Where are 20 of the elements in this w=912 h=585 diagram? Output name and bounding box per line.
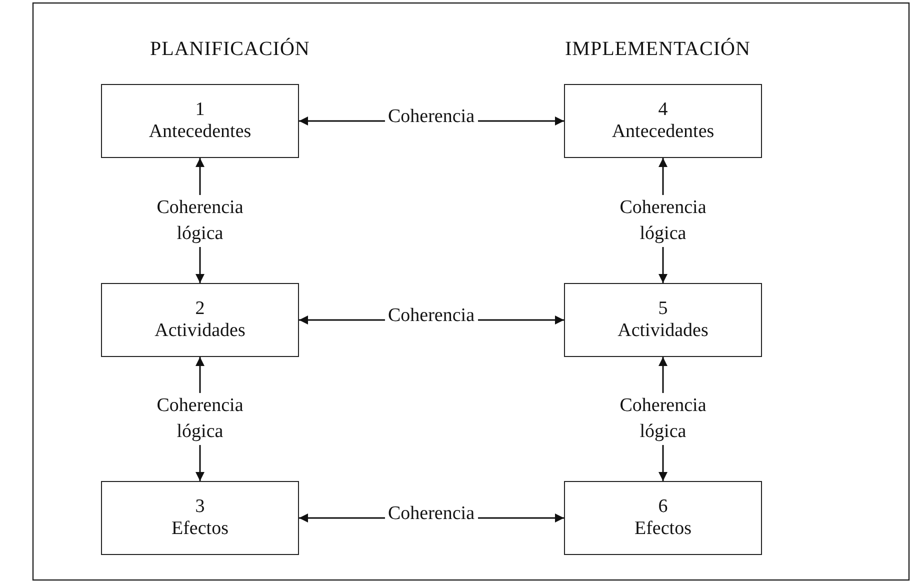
step-number: 2 bbox=[195, 298, 205, 320]
step-number: 3 bbox=[195, 496, 205, 518]
column-heading: IMPLEMENTACIÓN bbox=[565, 38, 750, 61]
column-heading: PLANIFICACIÓN bbox=[150, 38, 310, 61]
step-title: Antecedentes bbox=[612, 121, 714, 143]
step-number: 1 bbox=[195, 99, 205, 121]
process-box bbox=[101, 84, 299, 158]
process-box bbox=[564, 84, 762, 158]
step-title: Antecedentes bbox=[148, 121, 252, 143]
step-title: Actividades bbox=[154, 320, 246, 342]
process-box bbox=[101, 481, 299, 555]
process-box bbox=[564, 481, 762, 555]
step-title: Efectos bbox=[172, 518, 228, 540]
step-number: 6 bbox=[658, 496, 668, 518]
process-box bbox=[101, 283, 299, 357]
step-number: 5 bbox=[658, 298, 668, 320]
step-number: 4 bbox=[658, 99, 668, 121]
step-title: Actividades bbox=[618, 320, 708, 342]
process-box bbox=[564, 283, 762, 357]
step-title: Efectos bbox=[634, 518, 692, 540]
